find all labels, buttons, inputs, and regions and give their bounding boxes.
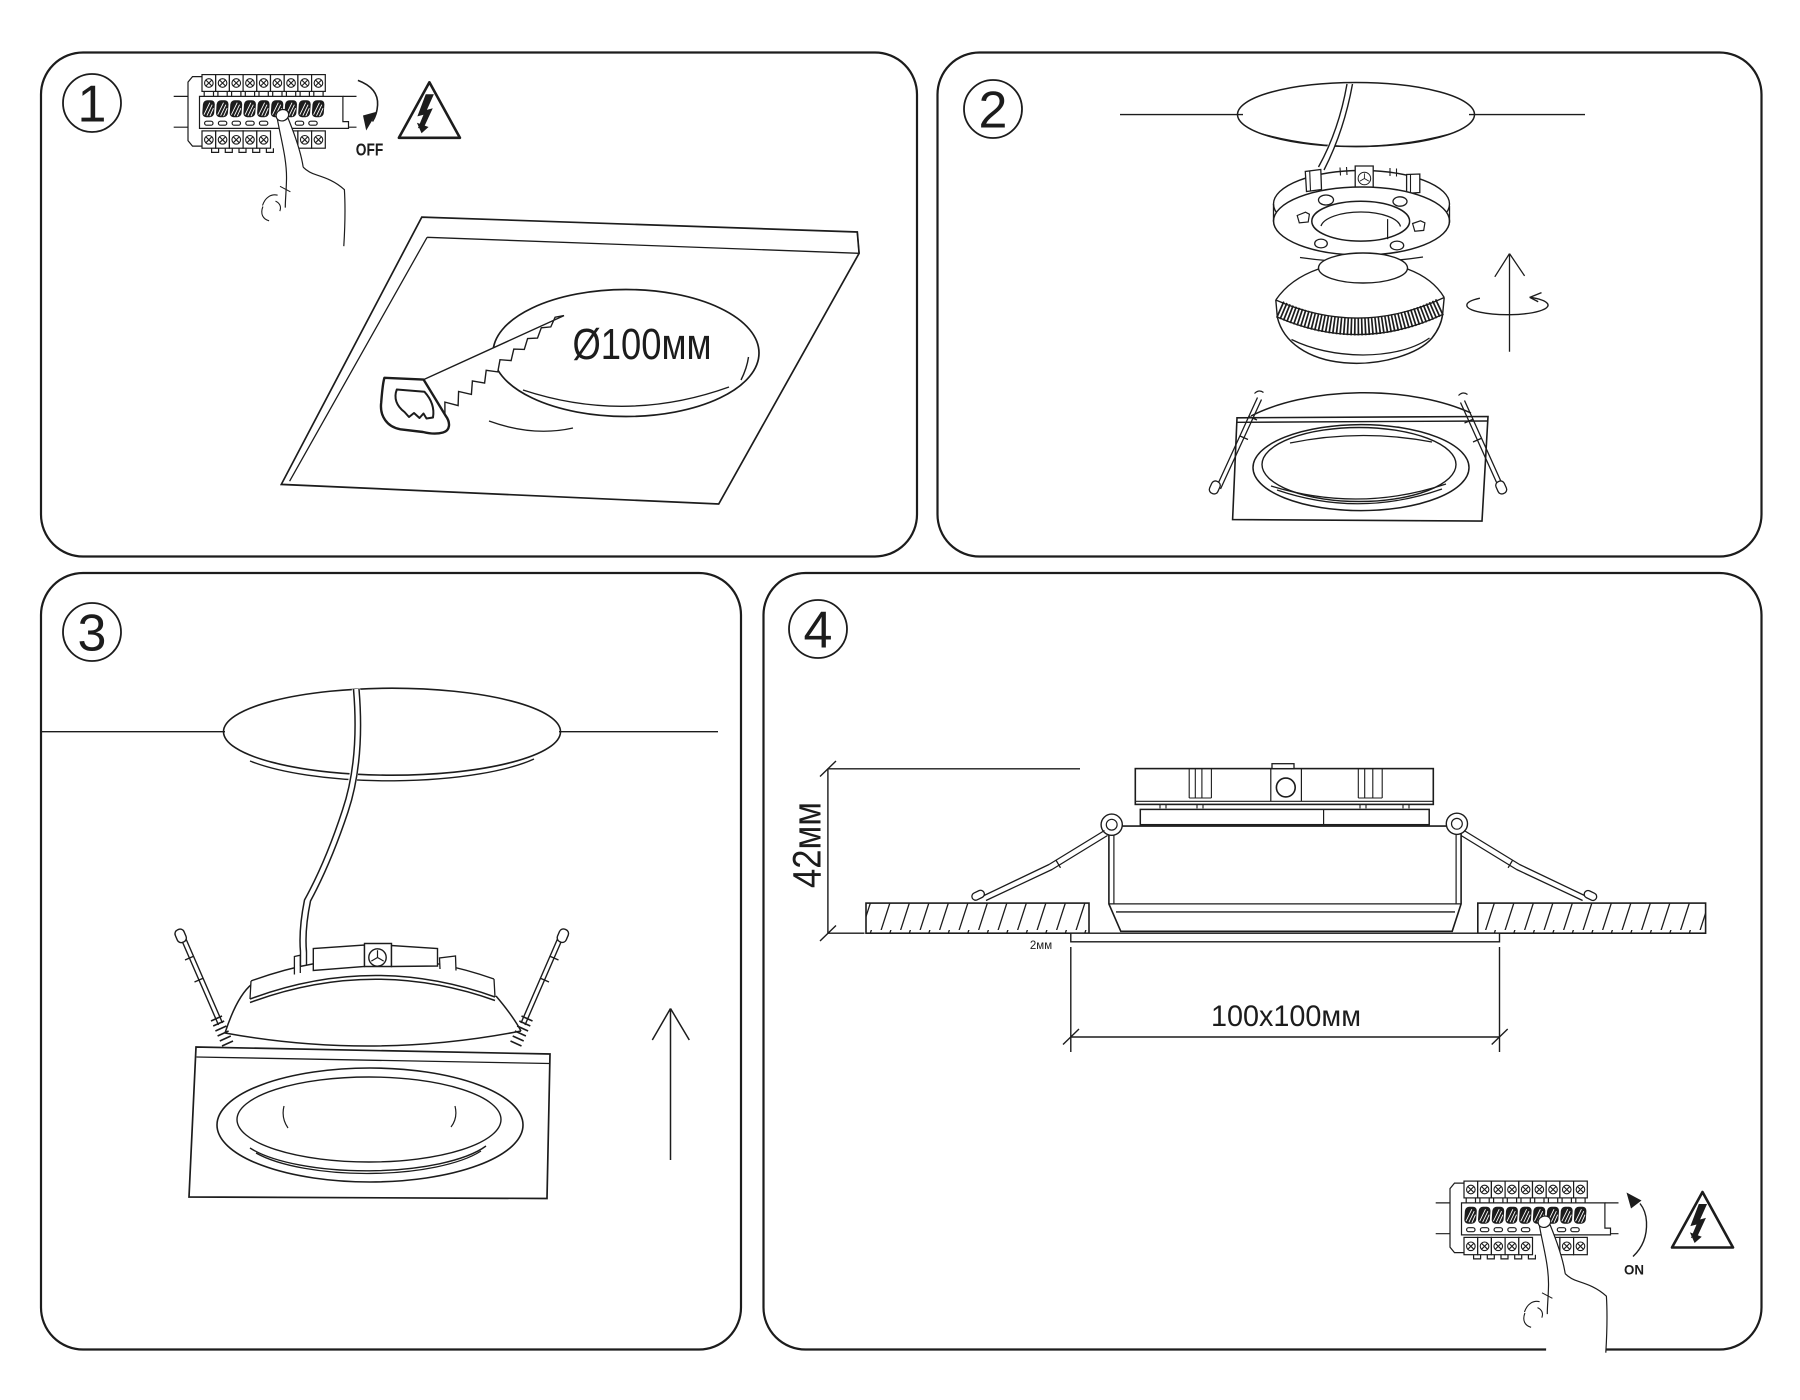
svg-text:3: 3 — [78, 605, 107, 663]
svg-text:2мм: 2мм — [1030, 940, 1052, 952]
svg-text:Ø100мм: Ø100мм — [573, 320, 712, 369]
svg-text:ON: ON — [1624, 1263, 1644, 1278]
svg-text:2: 2 — [979, 82, 1008, 140]
svg-text:OFF: OFF — [356, 140, 384, 160]
svg-text:4: 4 — [804, 602, 833, 660]
svg-text:42мм: 42мм — [786, 802, 830, 888]
svg-text:1: 1 — [78, 76, 107, 134]
svg-text:100x100мм: 100x100мм — [1211, 1000, 1361, 1033]
